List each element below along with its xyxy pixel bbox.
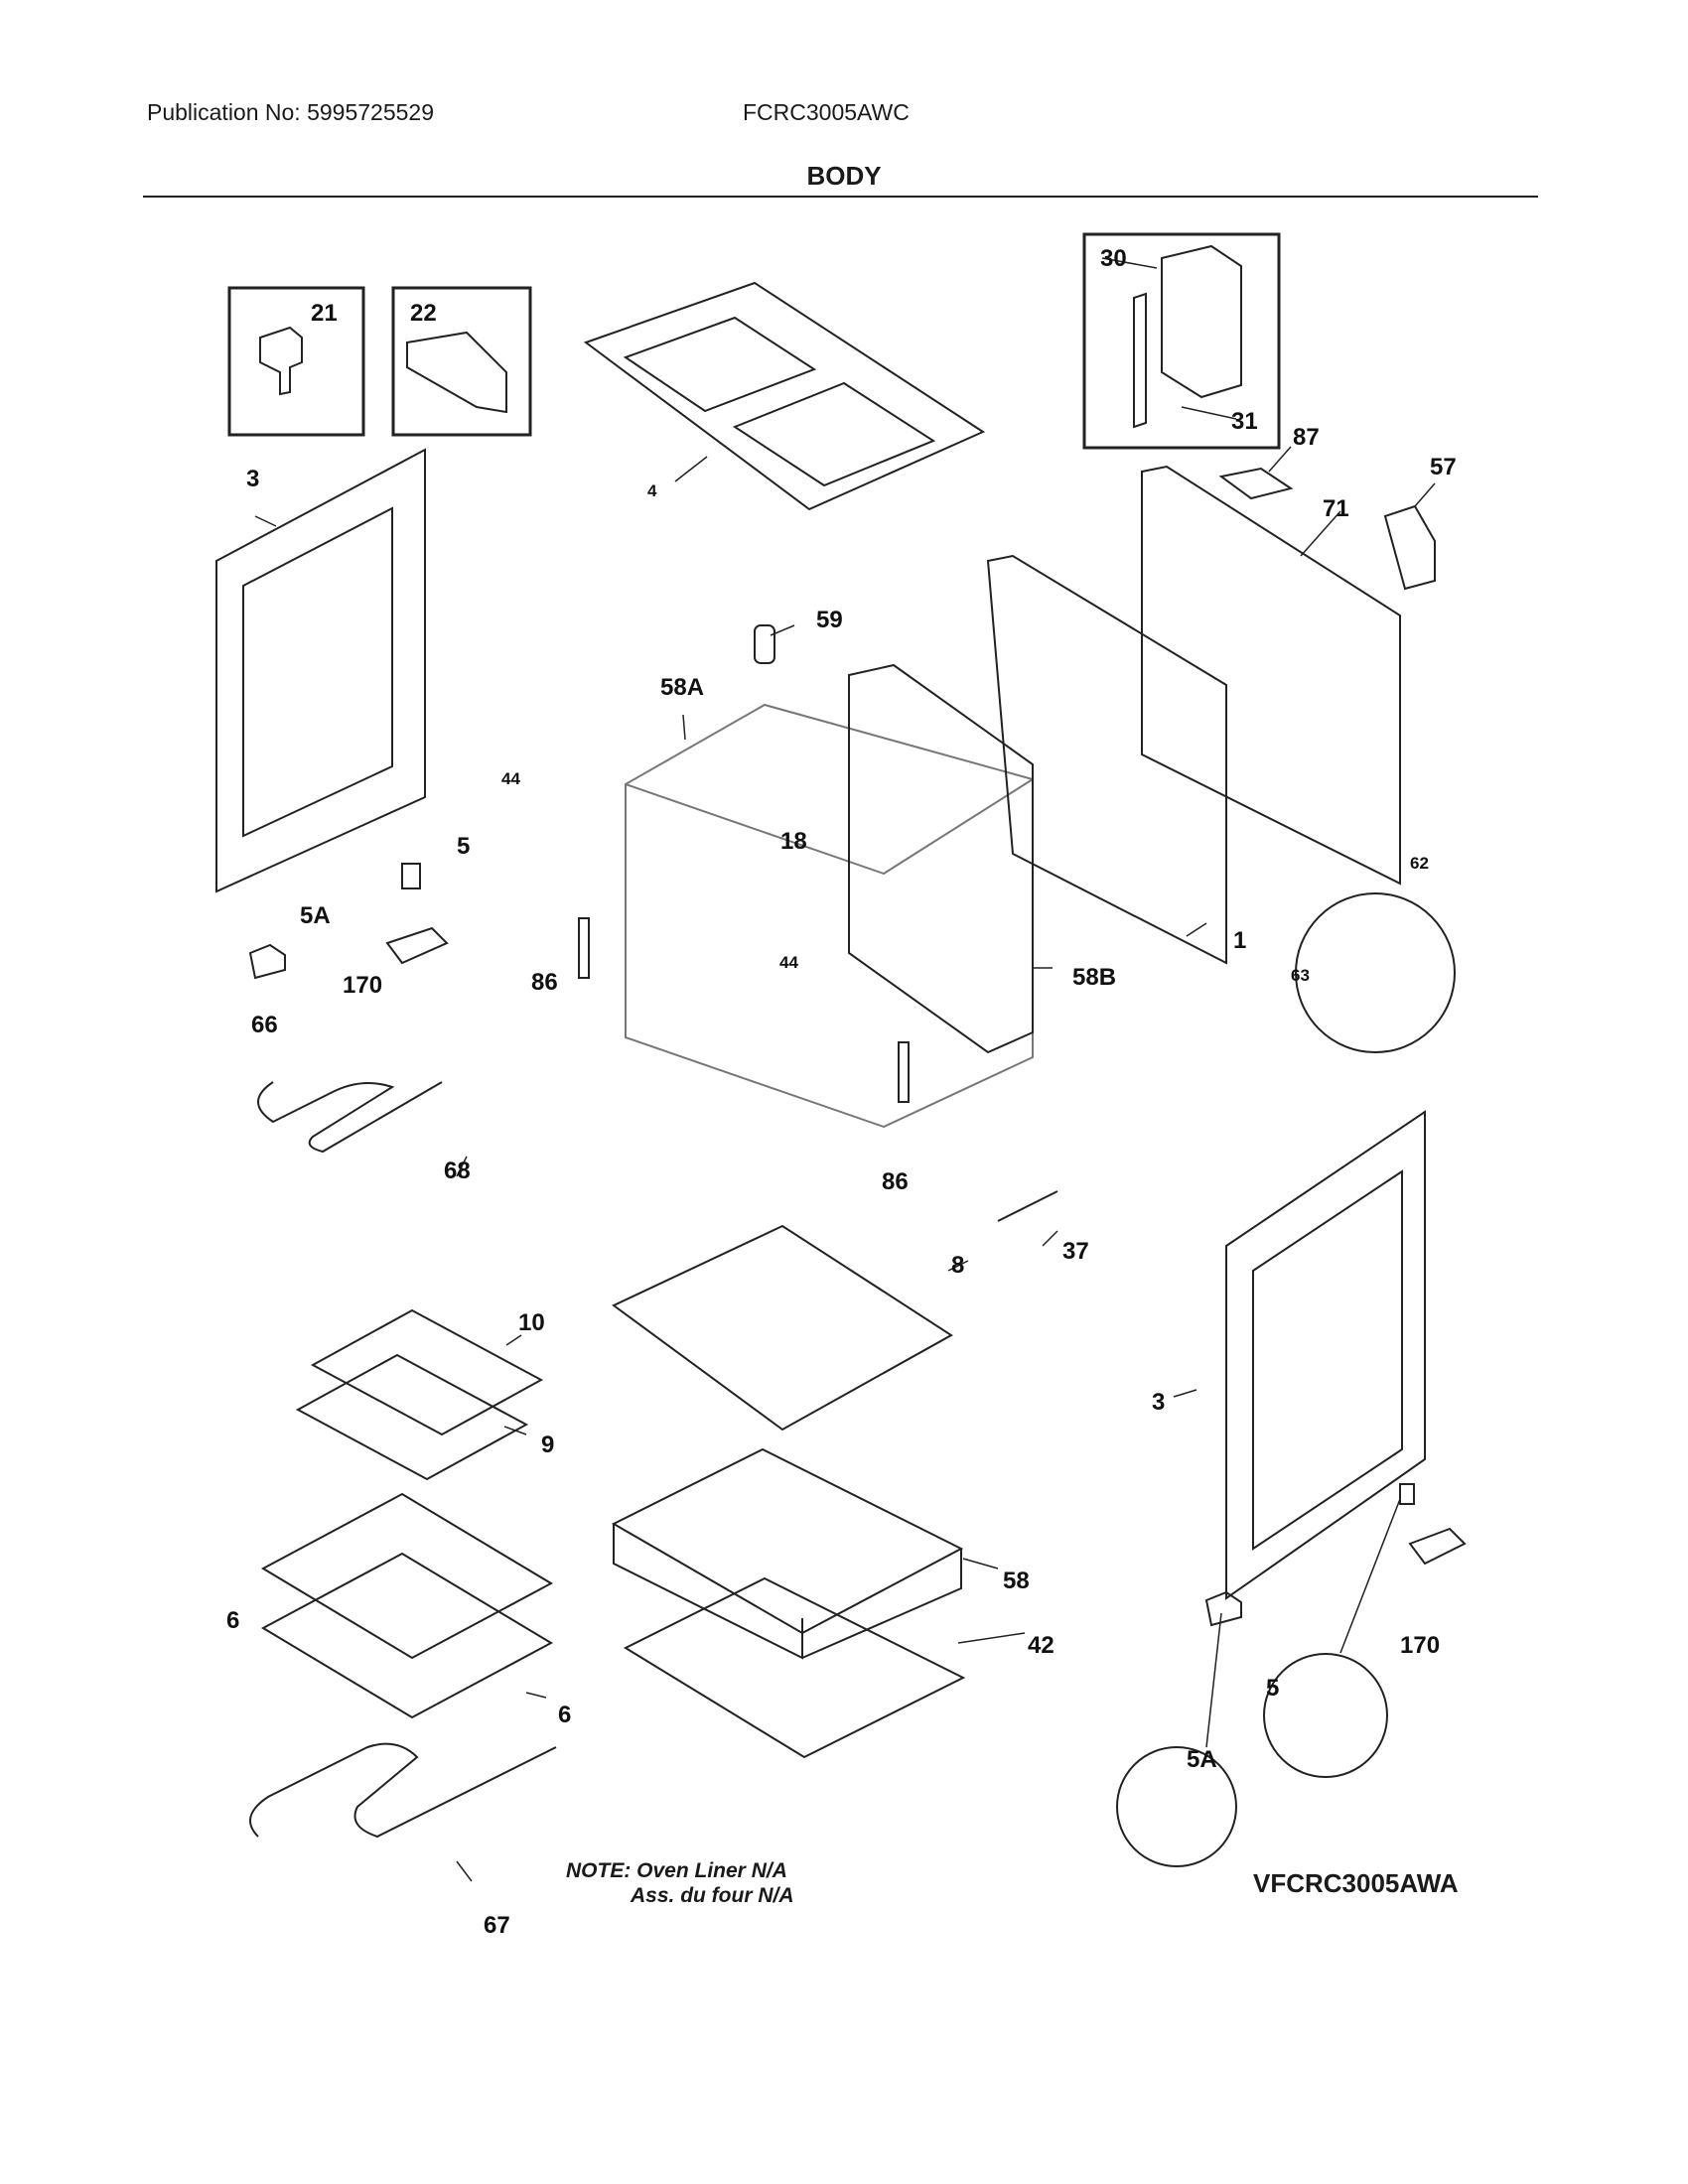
part-1-back-panel <box>986 554 1227 965</box>
callout-87: 87 <box>1293 424 1320 451</box>
callout-5a-right: 5A <box>1187 1746 1217 1773</box>
callout-30: 30 <box>1100 245 1127 272</box>
part-5a-leveler <box>248 943 286 980</box>
callout-8: 8 <box>951 1252 964 1279</box>
part-58-insulation-block <box>611 1447 964 1635</box>
part-6-oven-rack-upper <box>260 1492 554 1660</box>
callout-4: 4 <box>647 481 657 500</box>
part-59-probe <box>754 624 775 664</box>
callout-62: 62 <box>1410 854 1429 873</box>
inset-box-22 <box>391 286 532 437</box>
part-31-strip <box>1133 292 1147 429</box>
callout-170-right: 170 <box>1400 1632 1440 1659</box>
callout-37: 37 <box>1062 1238 1089 1265</box>
part-8-bottom-panel <box>612 1224 953 1432</box>
callout-59: 59 <box>816 607 843 633</box>
callout-5-right: 5 <box>1266 1675 1279 1702</box>
part-5a-right-leveler <box>1204 1590 1242 1627</box>
callout-18: 18 <box>780 828 807 855</box>
part-5a-detail-circle <box>1116 1746 1237 1867</box>
callout-9: 9 <box>541 1432 554 1458</box>
callout-6-upper: 6 <box>226 1607 239 1634</box>
callout-58: 58 <box>1003 1568 1030 1594</box>
note-line-1: NOTE: Oven Liner N/A <box>566 1859 787 1882</box>
callout-10: 10 <box>518 1309 545 1336</box>
part-3-left-side-panel <box>215 448 426 893</box>
inset-box-30-31 <box>1082 232 1281 450</box>
part-67-bake-element <box>249 1742 557 1839</box>
callout-labels: 21 22 30 31 87 57 71 3 4 59 58A 44 18 5 … <box>226 245 1457 1939</box>
part-37-wire <box>997 1190 1058 1222</box>
callout-57: 57 <box>1430 454 1457 480</box>
callout-31: 31 <box>1231 408 1258 435</box>
callout-44-center: 44 <box>779 953 798 972</box>
part-9-broil-pan <box>295 1353 529 1481</box>
part-66-broil-element <box>257 1081 443 1154</box>
part-57-vent <box>1383 504 1436 591</box>
callout-1: 1 <box>1233 927 1246 954</box>
part-30-panel <box>1161 244 1242 399</box>
part-6-oven-rack-lower <box>260 1552 554 1719</box>
callout-5-left: 5 <box>457 833 470 860</box>
callout-67: 67 <box>484 1912 510 1939</box>
diagram-code: VFCRC3005AWA <box>1253 1868 1459 1898</box>
part-62-detail-circle <box>1295 892 1456 1053</box>
callout-3-left: 3 <box>246 466 259 492</box>
callout-170-left: 170 <box>343 972 382 999</box>
callout-22: 22 <box>410 300 437 327</box>
part-87-bracket <box>1218 467 1294 500</box>
part-22-bracket <box>406 331 507 414</box>
callout-86-right: 86 <box>882 1168 909 1195</box>
callout-21: 21 <box>311 300 338 327</box>
callout-58b: 58B <box>1072 964 1116 991</box>
inset-box-21 <box>227 286 365 437</box>
callout-63: 63 <box>1291 966 1310 985</box>
callout-6-lower: 6 <box>558 1702 571 1728</box>
callout-86-left: 86 <box>531 969 558 996</box>
part-4-top-panel <box>583 281 986 511</box>
callout-58a: 58A <box>660 674 704 701</box>
part-3-right-side-panel <box>1225 1110 1426 1600</box>
part-86-bracket-left <box>578 917 590 979</box>
callout-5a-left: 5A <box>300 902 331 929</box>
part-58a-oven-cavity <box>625 703 1034 1129</box>
callout-42: 42 <box>1028 1632 1055 1659</box>
part-5-right-leg <box>1399 1483 1415 1505</box>
header-divider <box>143 196 1538 198</box>
note-line-2: Ass. du four N/A <box>631 1884 794 1907</box>
part-10-broil-grid <box>310 1308 544 1436</box>
part-5-detail-circle <box>1263 1653 1388 1778</box>
part-5-leveling-leg <box>401 863 421 889</box>
part-21-bracket <box>259 326 303 396</box>
callout-3-right: 3 <box>1152 1389 1165 1416</box>
section-title: BODY <box>806 161 882 191</box>
callout-66: 66 <box>251 1012 278 1038</box>
callout-44-left: 44 <box>501 769 520 788</box>
callout-68: 68 <box>444 1158 471 1184</box>
part-42-bottom-tray <box>623 1576 966 1759</box>
part-86-bracket-right <box>898 1041 910 1103</box>
callout-71: 71 <box>1323 495 1349 522</box>
part-170-bracket <box>385 926 449 965</box>
part-170-right-bracket <box>1408 1527 1467 1566</box>
part-58b-insulation <box>848 663 1034 1054</box>
model-number: FCRC3005AWC <box>743 99 910 125</box>
part-71-rear-panel <box>1141 465 1401 886</box>
publication-number: Publication No: 5995725529 <box>147 99 435 125</box>
